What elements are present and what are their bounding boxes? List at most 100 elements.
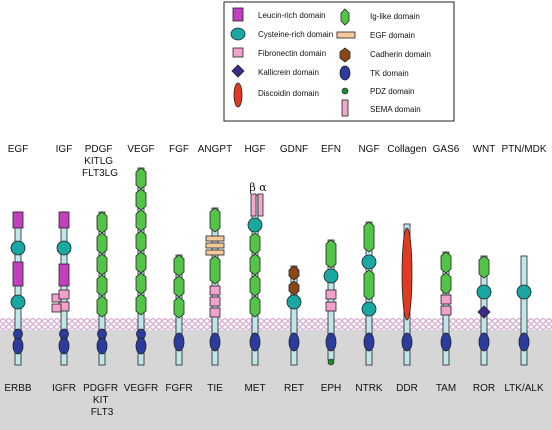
receptor-ntrk <box>361 221 377 366</box>
receptor-label-pdgfr: PDGFR KIT FLT3 <box>83 383 121 418</box>
fibronectin-domain <box>209 307 221 318</box>
ig-like-domain <box>96 232 108 255</box>
ig-like-domain <box>135 188 147 211</box>
cysteine-rich-domain <box>476 284 492 300</box>
ligand-label-pdgf: PDGF KITLG FLT3LG <box>82 144 118 179</box>
tk-domain <box>173 332 185 352</box>
receptor-ddr <box>401 223 413 366</box>
leucine-icon <box>232 7 244 22</box>
legend-item-kallikrein: Kallicrein domain <box>231 64 319 78</box>
met-subunit-label: β α <box>249 181 267 194</box>
legend-item-tk: TK domain <box>339 65 409 81</box>
ig-like-domain <box>173 275 185 298</box>
legend-item-egf: EGF domain <box>336 31 415 40</box>
ligand-label-gdnf: GDNF <box>280 144 308 155</box>
legend-item-pdz: PDZ domain <box>341 87 414 96</box>
egf-icon <box>336 31 356 39</box>
cysteine-rich-domain <box>323 268 339 284</box>
tk-domain <box>136 328 146 340</box>
ig-like-domain <box>96 295 108 318</box>
ligand-label-fgf: FGF <box>169 144 189 155</box>
receptor-labels: ERBB IGFR PDGFR KIT FLT3 VEGFR FGFR TIE … <box>4 383 544 418</box>
legend-item-ig: Ig-like domain <box>340 8 420 26</box>
ig-like-domain <box>135 209 147 232</box>
ligand-label-wnt: WNT <box>473 144 496 155</box>
receptor-erbb <box>10 211 26 366</box>
cysteine-rich-domain <box>56 240 72 256</box>
egf-domain <box>205 242 225 249</box>
tk-domain <box>518 332 530 352</box>
ligand-label-vegf: VEGF <box>127 144 154 155</box>
ig-like-icon <box>340 8 350 26</box>
tk-domain <box>288 332 300 352</box>
receptor-label-fgfr: FGFR <box>165 383 192 394</box>
fibronectin-domain <box>51 303 62 313</box>
ligand-label-angpt: ANGPT <box>198 144 232 155</box>
ig-like-domain <box>209 207 221 233</box>
ig-like-domain <box>440 272 452 295</box>
legend-item-fibronectin: Fibronectin domain <box>232 47 326 58</box>
receptor-label-tam: TAM <box>436 383 456 394</box>
ig-like-domain <box>135 167 147 190</box>
cell-membrane <box>0 318 552 330</box>
pdz-domain <box>327 358 335 366</box>
leucine-rich-domain <box>12 211 24 229</box>
ig-like-domain <box>135 293 147 316</box>
ligand-label-collagen: Collagen <box>387 144 426 155</box>
receptor-label-ltk: LTK/ALK <box>504 383 544 394</box>
receptor-igfr <box>51 211 72 366</box>
fibronectin-domain <box>209 296 221 307</box>
receptor-fgfr <box>173 254 185 366</box>
legend-label-sema: SEMA domain <box>370 105 421 114</box>
tk-icon <box>339 65 351 81</box>
tk-domain <box>12 337 24 355</box>
ig-like-domain <box>135 230 147 253</box>
cysteine-rich-domain <box>516 284 532 300</box>
pdz-icon <box>341 87 349 95</box>
receptor-pdgfr <box>96 211 108 366</box>
fibronectin-domain <box>440 305 452 316</box>
leucine-rich-domain <box>12 261 24 287</box>
cadherin-domain <box>288 265 300 281</box>
leucine-rich-domain <box>58 211 70 229</box>
legend-item-sema: SEMA domain <box>341 99 421 117</box>
ig-like-domain <box>96 253 108 276</box>
legend-box <box>223 1 455 122</box>
receptor-eph <box>323 239 339 366</box>
legend-item-cadherin: Cadherin domain <box>339 47 431 63</box>
receptor-label-igfr: IGFR <box>52 383 76 394</box>
legend-label-fibronectin: Fibronectin domain <box>258 49 326 58</box>
egf-domain <box>205 235 225 242</box>
tk-domain <box>325 332 337 352</box>
receptor-tam <box>440 251 452 366</box>
legend-item-discoidin: Discoidin domain <box>233 82 319 108</box>
discoidin-domain <box>401 227 413 321</box>
ig-like-domain <box>173 296 185 319</box>
tk-domain <box>59 328 69 340</box>
ligand-label-ngf: NGF <box>358 144 379 155</box>
receptor-ret <box>286 265 302 366</box>
receptor-label-vegfr: VEGFR <box>124 383 158 394</box>
legend: Leucin-rich domain Cysteine-rich domain … <box>223 1 455 122</box>
receptor-ror <box>476 255 492 366</box>
ig-like-domain <box>478 255 490 279</box>
ligand-labels: EGF IGF PDGF KITLG FLT3LG VEGF FGF ANGPT… <box>8 144 547 179</box>
receptor-label-ddr: DDR <box>396 383 418 394</box>
legend-label-kallikrein: Kallicrein domain <box>258 68 319 77</box>
sema-domain-alpha <box>257 193 264 217</box>
cysteine-rich-domain <box>247 217 263 233</box>
ligand-label-igf: IGF <box>56 144 73 155</box>
receptor-tie <box>205 207 225 366</box>
ig-like-domain <box>440 251 452 274</box>
ig-like-domain <box>363 221 375 253</box>
receptor-vegfr <box>135 167 147 366</box>
cytoplasm-region <box>0 330 552 430</box>
tk-domain <box>96 337 108 355</box>
fibronectin-icon <box>232 47 244 58</box>
tk-domain <box>249 332 261 352</box>
ig-like-domain <box>249 253 261 276</box>
legend-label-cadherin: Cadherin domain <box>370 50 431 59</box>
receptor-label-eph: EPH <box>321 383 342 394</box>
fibronectin-domain <box>325 289 337 300</box>
fibronectin-domain <box>440 294 452 305</box>
